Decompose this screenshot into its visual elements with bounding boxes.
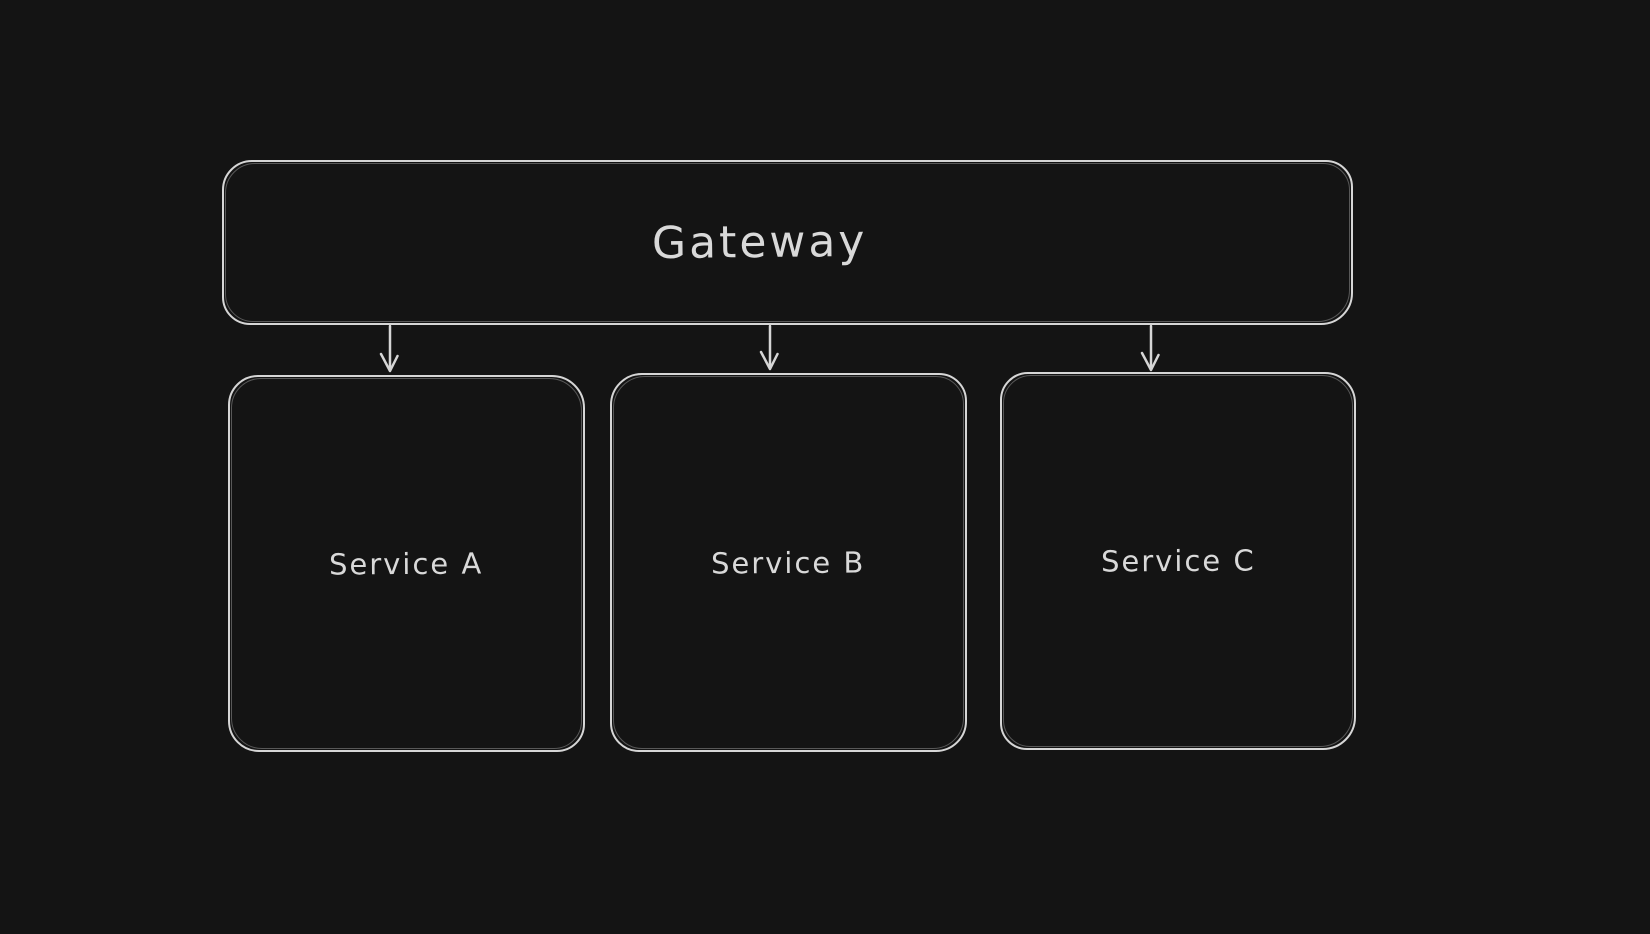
arrow-gateway-to-service-b [759,324,779,371]
node-gateway-label: Gateway [651,215,868,270]
node-service-a: Service A [228,375,585,752]
node-service-c: Service C [1000,372,1356,750]
node-service-c-label: Service C [1100,543,1256,579]
node-service-b: Service B [610,373,967,752]
node-gateway: Gateway [222,160,1353,325]
node-service-a-label: Service A [329,545,484,582]
arrow-gateway-to-service-a [379,324,399,373]
arrow-gateway-to-service-c [1140,324,1160,372]
node-service-b-label: Service B [711,544,866,581]
